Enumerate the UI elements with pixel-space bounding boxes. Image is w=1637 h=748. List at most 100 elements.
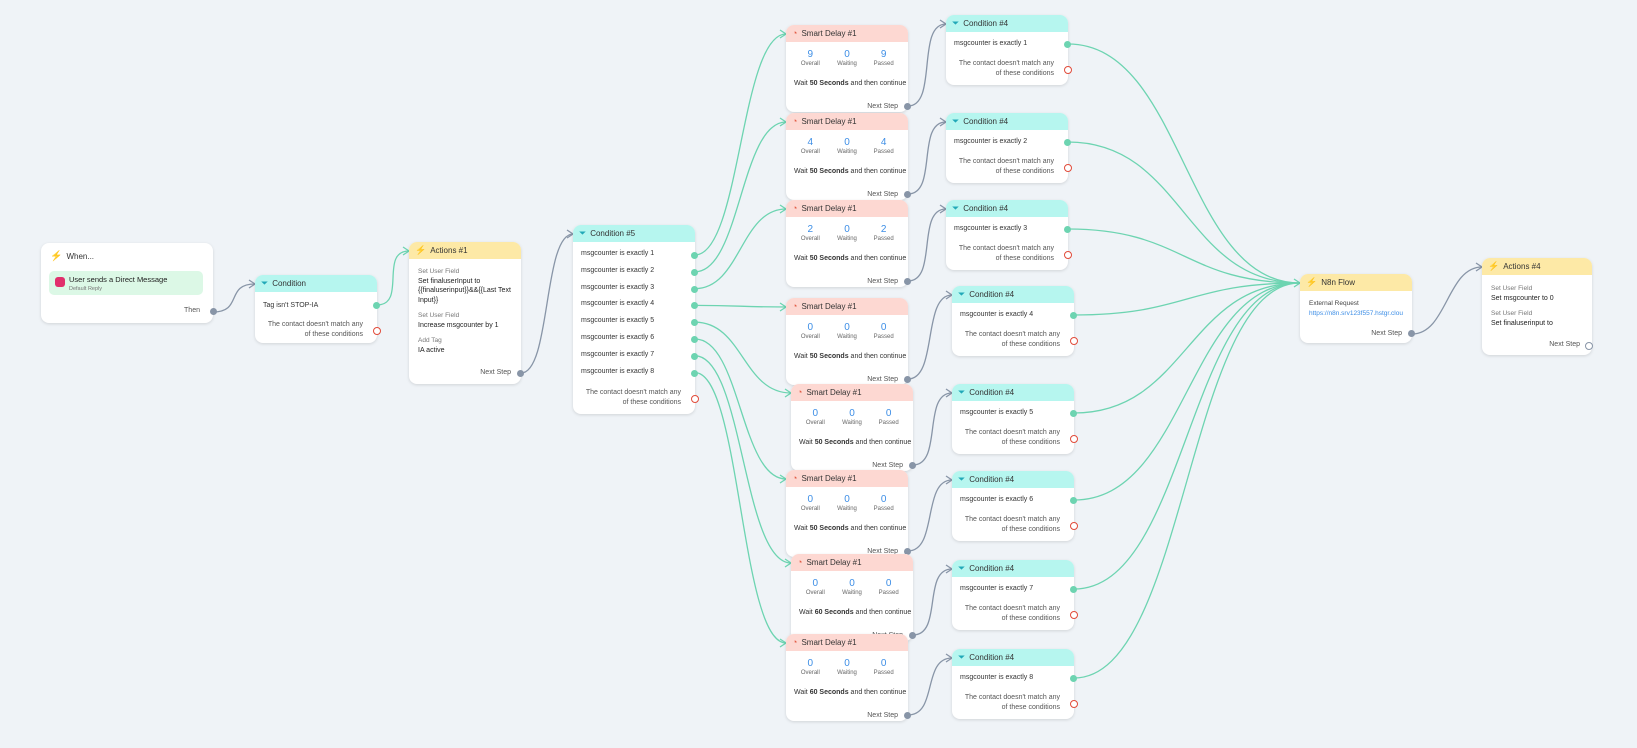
- next-step-port[interactable]: [904, 548, 911, 555]
- nomatch-output-port[interactable]: [1070, 611, 1078, 619]
- connector-wire: [1073, 282, 1301, 316]
- rule-output-port[interactable]: [691, 352, 698, 360]
- condition-rule: msgcounter is exactly 6: [581, 334, 655, 341]
- condition-header: ⏷Condition #4: [952, 286, 1074, 303]
- connector-wire: [694, 208, 787, 290]
- lightning-icon: ⚡: [415, 245, 427, 255]
- stat-label: Waiting: [842, 420, 862, 426]
- next-step-port[interactable]: [909, 632, 916, 639]
- nomatch-output-port[interactable]: [1070, 337, 1078, 345]
- connector-wire: [912, 568, 953, 636]
- rule-output-port[interactable]: [1064, 41, 1071, 48]
- nomatch-output-port[interactable]: [691, 395, 699, 403]
- rule-output-port[interactable]: [1070, 497, 1077, 504]
- next-step-port[interactable]: [904, 278, 911, 285]
- next-step-port[interactable]: [909, 462, 916, 469]
- trigger-node[interactable]: ⚡ When... User sends a Direct Message De…: [41, 243, 217, 323]
- nomatch-output-port[interactable]: [373, 327, 381, 335]
- trigger-title: When...: [66, 252, 95, 261]
- rule-output-port[interactable]: [1064, 226, 1071, 233]
- rule-output-port[interactable]: [691, 336, 698, 343]
- action-label: Set User Field: [1491, 285, 1533, 292]
- delay-wait-text: Wait 50 Seconds and then continue: [794, 353, 907, 360]
- action-value: IA active: [418, 346, 445, 354]
- next-step-port[interactable]: [904, 712, 911, 719]
- actions-node-4[interactable]: ⚡Actions #4 Set User Field Set msgcounte…: [1482, 258, 1593, 355]
- rule-output-port[interactable]: [373, 302, 380, 309]
- actions-header: ⚡Actions #4: [1482, 258, 1592, 275]
- delay-title: Smart Delay #1: [806, 388, 862, 397]
- next-step-port[interactable]: [904, 103, 911, 110]
- rule-output-port[interactable]: [691, 285, 698, 293]
- condition-title: Condition #4: [969, 475, 1015, 484]
- then-output-port[interactable]: [210, 308, 217, 315]
- trigger-item[interactable]: User sends a Direct Message Default Repl…: [49, 271, 203, 295]
- condition-rule: msgcounter is exactly 8: [581, 367, 655, 375]
- nomatch-output-port[interactable]: [1070, 522, 1078, 530]
- next-step-port[interactable]: [1408, 330, 1415, 337]
- nomatch-output-port[interactable]: [1070, 435, 1078, 443]
- action-value: Set msgcounter to 0: [1491, 294, 1554, 302]
- rule-output-port[interactable]: [1070, 312, 1077, 319]
- rule-output-port[interactable]: [691, 252, 698, 259]
- rule-output-port[interactable]: [1070, 675, 1077, 682]
- rule-output-port[interactable]: [1070, 410, 1077, 417]
- next-step-port[interactable]: [1585, 342, 1593, 350]
- rule-output-port[interactable]: [691, 302, 698, 310]
- nomatch-output-port[interactable]: [1064, 164, 1072, 172]
- condition-title: Condition #4: [969, 388, 1015, 397]
- stat-label: Passed: [878, 420, 899, 426]
- action-value: Set finaluserInput to: [418, 277, 481, 285]
- delay-header: ◔Smart Delay #1: [786, 634, 908, 651]
- filter-icon: ⏷: [952, 203, 960, 213]
- rule-output-port[interactable]: [1070, 586, 1077, 593]
- condition-rule: msgcounter is exactly 4: [960, 311, 1034, 318]
- nomatch-output-port[interactable]: [1064, 66, 1072, 74]
- nomatch-output-port[interactable]: [1070, 700, 1078, 708]
- rule-output-port[interactable]: [1064, 139, 1071, 146]
- connector-wire: [376, 250, 410, 306]
- stat-label: Overall: [805, 420, 825, 426]
- external-request-url[interactable]: https://n8n.srv123f557.hstgr.clou: [1309, 310, 1403, 317]
- n8n-flow-node[interactable]: ⚡N8n Flow External Request https://n8n.s…: [1300, 274, 1415, 343]
- rule-output-port[interactable]: [691, 268, 698, 276]
- delay-wait-text: Wait 50 Seconds and then continue: [794, 255, 907, 262]
- actions-node-1[interactable]: ⚡Actions #1 Set User Field Set finaluser…: [409, 242, 524, 384]
- next-step-label: Next Step: [867, 278, 898, 285]
- stat-label: Passed: [878, 590, 899, 596]
- connector-wire: [907, 657, 953, 716]
- condition-node-tag[interactable]: ⏷Condition Tag isn't STOP-IA The contact…: [255, 275, 381, 343]
- condition-rule: msgcounter is exactly 6: [960, 496, 1034, 503]
- nomatch-output-port[interactable]: [1064, 251, 1072, 259]
- next-step-port[interactable]: [904, 191, 911, 198]
- rule-output-port[interactable]: [691, 369, 698, 377]
- next-step-port[interactable]: [904, 376, 911, 383]
- next-step-port[interactable]: [517, 370, 524, 377]
- stat-value: 0: [807, 658, 814, 669]
- rule-output-port[interactable]: [691, 319, 698, 327]
